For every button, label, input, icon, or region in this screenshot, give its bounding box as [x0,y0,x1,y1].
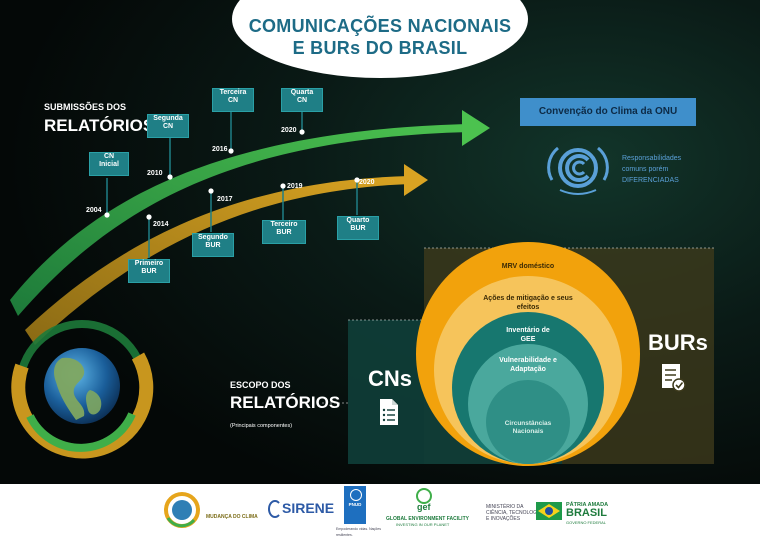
ministry-line1: MINISTÉRIO DA [486,504,524,510]
sirene-logo-icon [268,500,282,518]
ring-circumstances [486,380,570,464]
pnud-tagline: Empoderando vidas. Nações resilientes. [336,527,381,536]
un-emblem-icon [350,489,362,501]
checklist-icon [662,364,686,392]
gold-arrow-head [404,164,428,196]
unfccc-logo-icon [547,146,609,195]
gef-logo-text: gef [417,502,431,512]
year-cn-2010: 2010 [147,170,163,177]
green-arrow-head [462,110,490,146]
gold-arrow-body [25,176,410,345]
document-icon [380,399,398,425]
layer-mrv: MRV doméstico [501,263,555,270]
year-bur-2020: 2020 [359,179,375,186]
gef-subtitle: GLOBAL ENVIRONMENT FACILITY [386,516,469,522]
sirene-logo-text: SIRENE [282,500,335,516]
year-bur-2014: 2014 [153,221,169,228]
pnud-logo: PNUD [344,486,366,524]
brasil-line2: BRASIL [566,507,607,519]
page-title-line1: COMUNICAÇÕES NACIONAIS [248,16,512,36]
earth-globe [11,320,154,459]
brasil-line1: PÁTRIA AMADA [566,502,609,508]
year-bur-2017: 2017 [217,196,233,203]
cn-box-initial: CN Inicial [89,152,129,176]
bur-box-first: Primeiro BUR [128,259,170,283]
year-bur-2019: 2019 [287,183,303,190]
year-cn-2004: 2004 [86,207,102,214]
layer-vulnerability: Vulnerabilidade e Adaptação [499,357,557,373]
submissions-label-line2: RELATÓRIOS [44,116,155,135]
cn-box-third: Terceira CN [212,88,254,112]
responsibility-line2: comuns porém [622,166,669,173]
burs-label: BURs [648,330,708,355]
cn-box-fourth: Quarta CN [281,88,323,112]
scope-label-line1: ESCOPO DOS [230,380,291,390]
gef-tagline: INVESTING IN OUR PLANET [396,522,450,527]
page-title-line2: E BURs DO BRASIL [292,38,468,58]
year-cn-2020: 2020 [281,127,297,134]
submissions-label-line1: SUBMISSÕES DOS [44,102,127,112]
ministry-line2: CIÊNCIA, TECNOLOGIA [486,510,542,516]
responsibility-line1: Responsabilidades [622,155,682,162]
bur-box-second: Segundo BUR [192,233,234,257]
gef-logo-icon [416,488,432,504]
cns-label: CNs [368,366,413,391]
green-arrow-body [10,124,470,316]
layer-mitigation: Ações de mitigação e seus efeitos [483,295,573,311]
timeline-arrows [10,106,714,466]
pnud-logo-text: PNUD [348,502,362,507]
mudanca-clima-text: MUDANÇA DO CLIMA [206,514,258,520]
convention-label: Convenção do Clima da ONU [520,98,696,126]
brasil-flag-icon [536,502,562,520]
cn-box-second: Segunda CN [147,114,189,138]
ministry-line3: E INOVAÇÕES [486,516,521,522]
bur-box-third: Terceiro BUR [262,220,306,244]
footer-logos: MUDANÇA DO CLIMA SIRENE PNUD Empoderando… [0,484,760,536]
responsibility-line3: DIFERENCIADAS [622,177,679,184]
layer-inventory: Inventário de GEE [506,327,550,343]
scope-label-line2: RELATÓRIOS [230,393,341,412]
scope-diagram [322,242,714,466]
layer-circumstances: Circunstâncias Nacionais [504,420,552,435]
bur-box-fourth: Quarto BUR [337,216,379,240]
mudanca-clima-logo-icon [164,492,200,528]
scope-note: (Principais componentes) [230,423,293,429]
brasil-line3: GOVERNO FEDERAL [566,520,607,525]
year-cn-2016: 2016 [212,146,228,153]
